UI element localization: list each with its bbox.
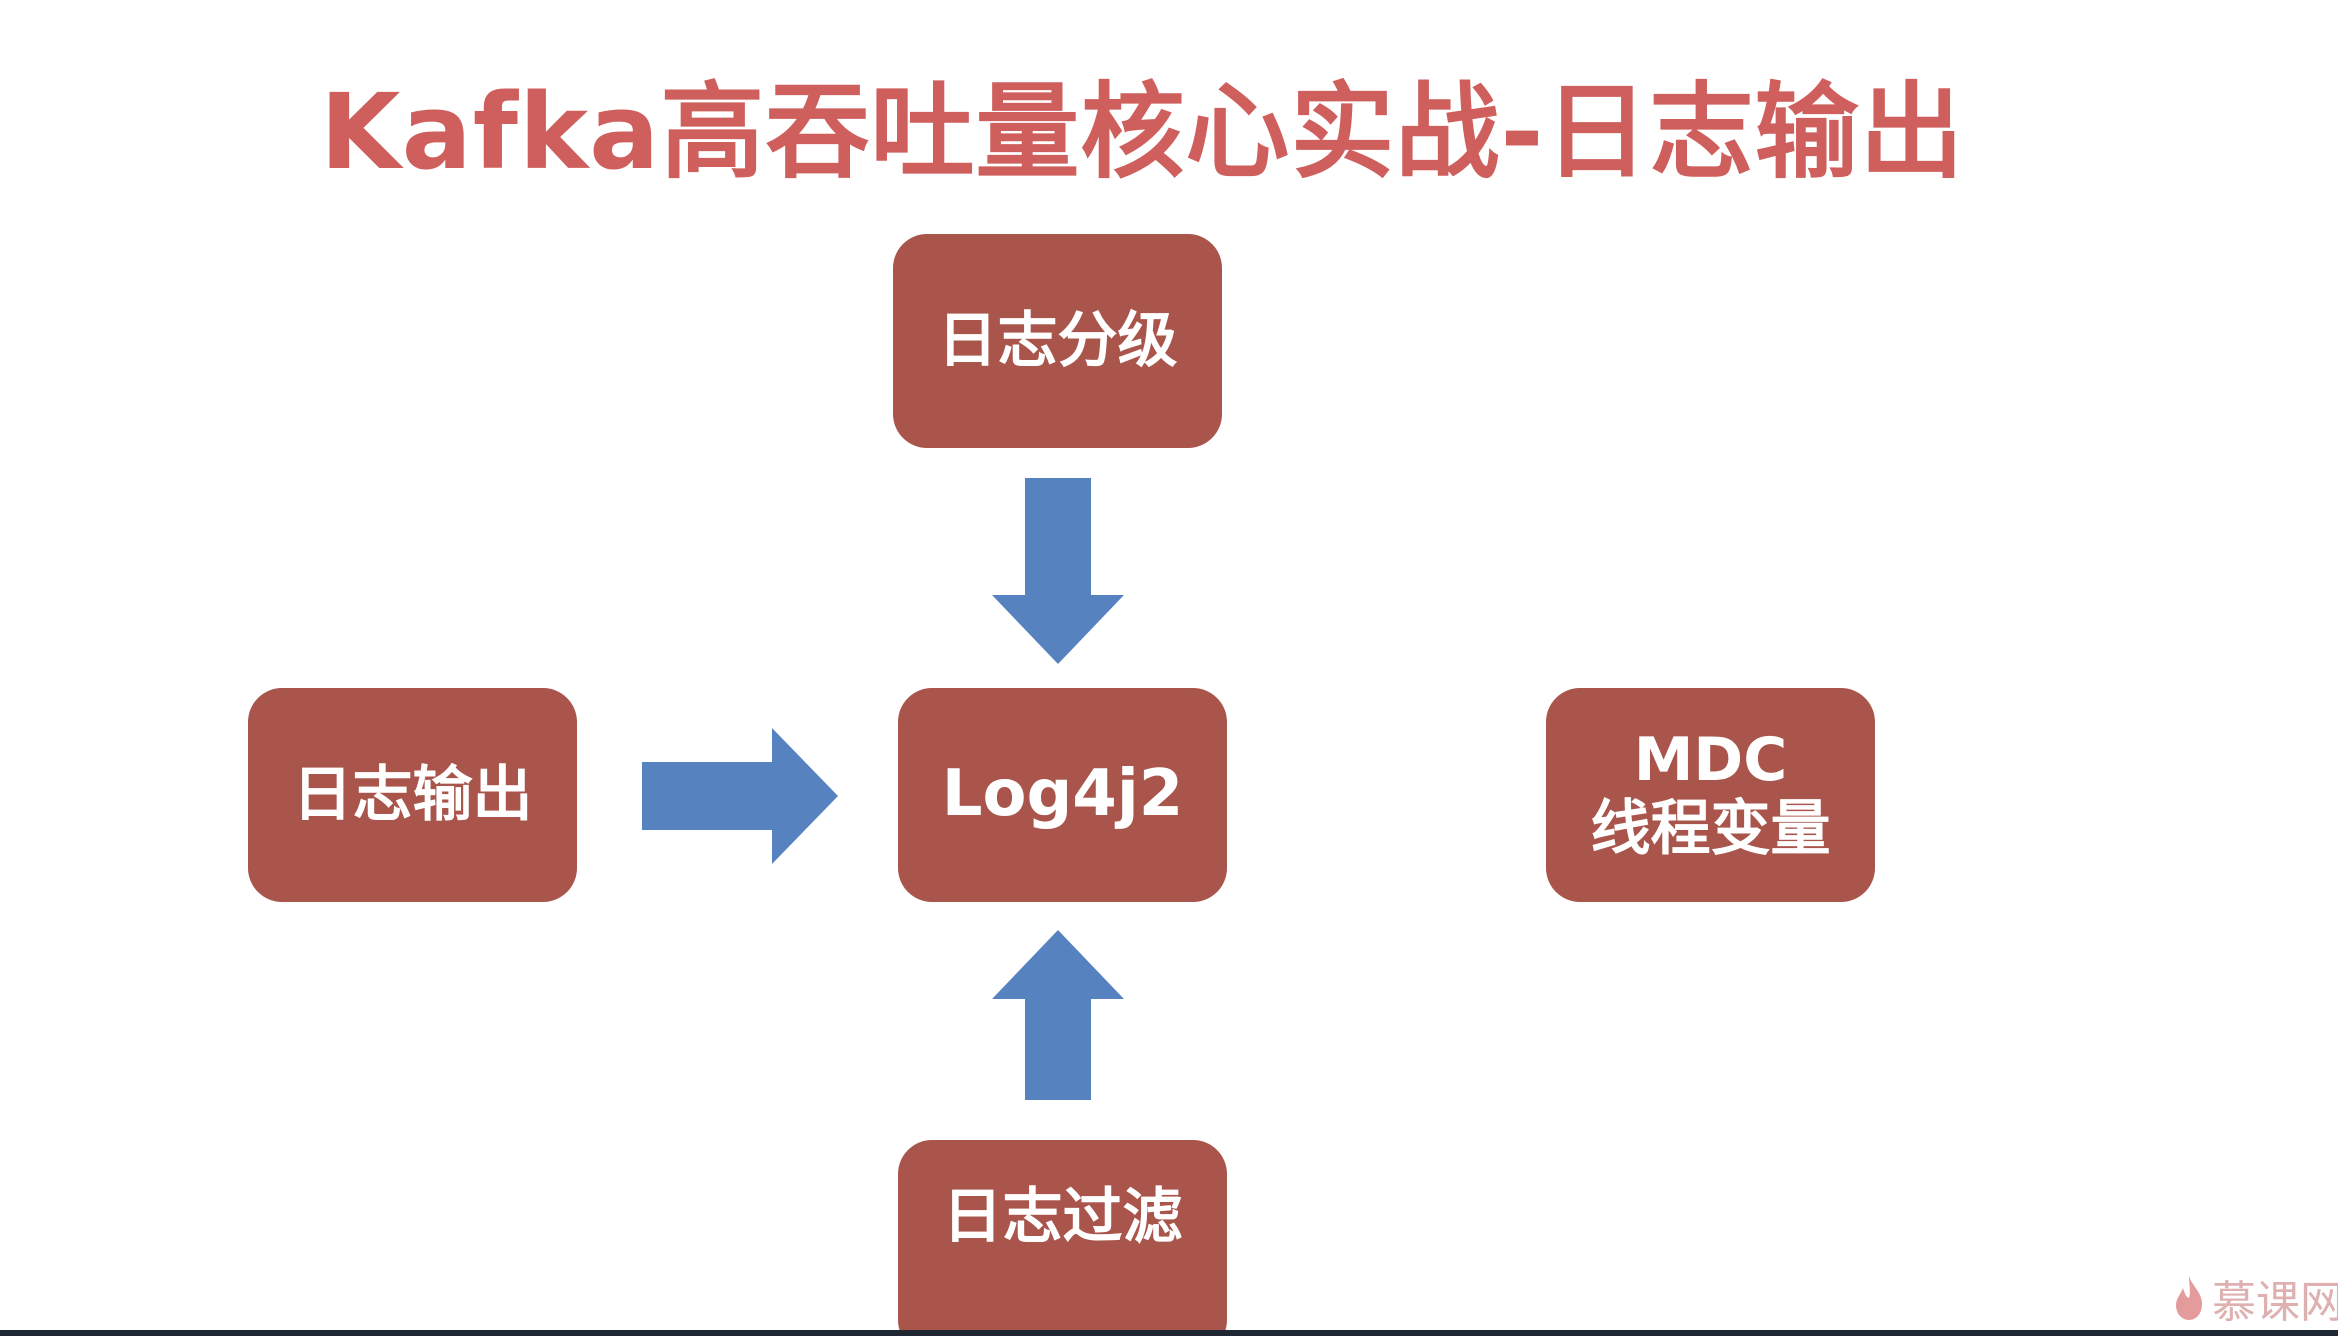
arrow-down-icon (992, 478, 1124, 664)
arrow-right-icon (642, 728, 838, 864)
node-mdc-line1: MDC (1633, 725, 1788, 795)
node-mdc: MDC 线程变量 (1546, 688, 1875, 902)
node-mdc-line2: 线程变量 (1590, 794, 1831, 864)
bottom-bar (0, 1330, 2338, 1336)
watermark-text: 慕课网 (2212, 1277, 2338, 1328)
node-log-filter-label: 日志过滤 (942, 1181, 1183, 1252)
node-log-output-label: 日志输出 (292, 759, 533, 830)
flame-icon (2176, 1276, 2202, 1320)
node-log-levels: 日志分级 (893, 234, 1222, 448)
node-log-output: 日志输出 (248, 688, 577, 902)
node-log4j2: Log4j2 (898, 688, 1227, 902)
watermark: 慕课网 (2172, 1268, 2338, 1328)
arrow-up-icon (992, 930, 1124, 1100)
node-log-levels-label: 日志分级 (937, 305, 1178, 376)
node-log4j2-label: Log4j2 (941, 757, 1184, 832)
slide-title: Kafka高吞吐量核心实战-日志输出 (320, 71, 1965, 193)
node-log-filter: 日志过滤 (898, 1140, 1227, 1336)
